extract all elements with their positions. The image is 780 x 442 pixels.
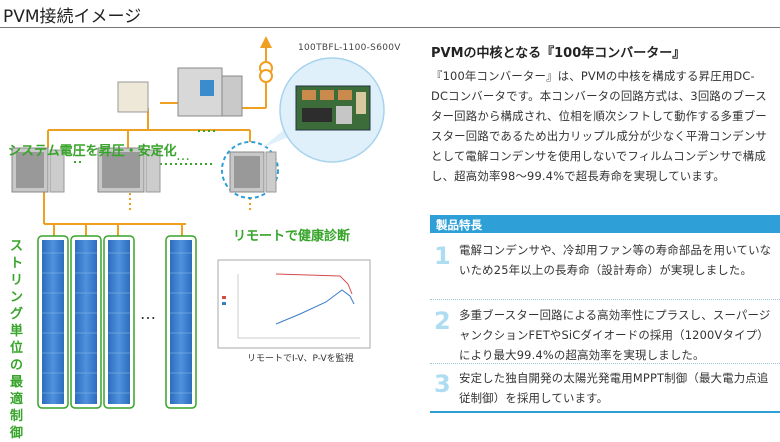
model-label: 100TBFL-1100-S600V xyxy=(298,43,401,53)
description-panel: PVMの中核となる『100年コンバーター』 『100年コンバーター』は、PVMの… xyxy=(420,28,780,427)
string-optimization-label: ストリング単位の最適制御 xyxy=(10,239,24,441)
feature-number: 2 xyxy=(434,307,451,335)
boost-label: システム電圧を昇圧・安定化 xyxy=(8,144,177,159)
features-bottom-rule xyxy=(430,411,780,413)
iv-pv-graph xyxy=(217,259,371,349)
feature-text: 安定した独自開発の太陽光発電用MPPT制御（最大電力点追従制御）を採用しています… xyxy=(459,371,769,405)
grid-cabinet-icon xyxy=(117,67,243,117)
converter-unit-icon xyxy=(97,147,161,193)
description-paragraph: 『100年コンバーター』は、PVMの中核を構成する昇圧用DC-DCコンバータです… xyxy=(431,69,768,183)
remote-diagnosis-label: リモートで健康診断 xyxy=(233,229,351,244)
pv-string-panels xyxy=(37,235,197,409)
feature-text: 電解コンデンサや、冷却用ファン等の寿命部品を用いていないため25年以上の長寿命（… xyxy=(459,243,772,277)
feature-divider xyxy=(430,363,780,364)
diagram-graphics xyxy=(11,36,385,409)
green-dotted-links xyxy=(74,130,218,165)
orange-wiring xyxy=(43,46,267,236)
page-title: PVM接続イメージ xyxy=(3,7,142,27)
feature-text: 多重ブースター回路による高効率性にプラスし、スーパージャンクションFETやSiC… xyxy=(459,308,771,362)
panels-ellipsis: … xyxy=(140,304,156,323)
features-header: 製品特長 xyxy=(430,215,780,233)
title-divider xyxy=(0,27,780,28)
features-title: 製品特長 xyxy=(436,218,482,232)
feature-number: 1 xyxy=(434,242,451,270)
arrow-up-icon xyxy=(260,36,272,48)
section-heading: PVMの中核となる『100年コンバーター』 xyxy=(431,46,686,61)
transformer-icon xyxy=(259,61,273,83)
circuit-board-icon xyxy=(295,85,371,131)
feature-number: 3 xyxy=(434,370,451,398)
converter-unit-icon xyxy=(11,147,65,193)
converter-unit-icon xyxy=(221,141,279,199)
units-ellipsis: … xyxy=(176,148,190,164)
graph-caption: リモートでI-V、P-Vを監視 xyxy=(247,354,354,364)
connection-diagram: 100TBFL-1100-S600V システム電圧を昇圧・安定化 リモートで健康… xyxy=(0,28,420,441)
feature-divider xyxy=(430,299,780,300)
